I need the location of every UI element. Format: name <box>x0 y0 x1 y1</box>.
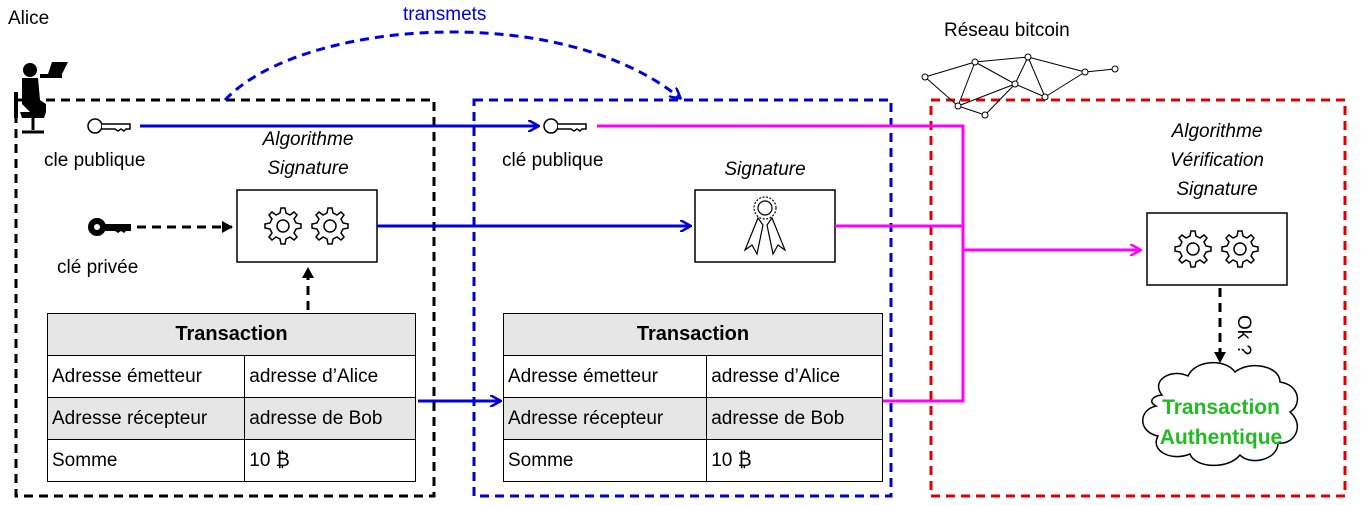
table-cell: Adresse émetteur <box>502 355 708 398</box>
transaction-header: Transaction <box>503 313 883 356</box>
public-key-network-label: clé publique <box>502 150 604 171</box>
public-key-alice-icon <box>87 118 131 134</box>
transmets-arrow <box>223 30 680 102</box>
signature-label: Signature <box>724 159 806 180</box>
signature-seal-icon <box>743 196 787 256</box>
table-cell: adresse de Bob <box>706 397 883 440</box>
algo-verification-label: Algorithme Vérification Signature <box>1170 121 1264 200</box>
table-cell: Somme <box>46 439 246 482</box>
private-key-label: clé privée <box>57 257 139 278</box>
table-cell: 10 ₿ <box>706 439 883 482</box>
result-cloud <box>1142 361 1299 467</box>
table-cell: Somme <box>502 439 708 482</box>
table-cell: adresse de Bob <box>244 397 416 440</box>
alice-label: Alice <box>8 8 50 29</box>
transmets-label: transmets <box>403 4 487 25</box>
table-cell: adresse d’Alice <box>706 355 883 398</box>
alice-frame <box>14 98 436 498</box>
network-label: Réseau bitcoin <box>944 20 1070 41</box>
verification-algorithm-box <box>1146 212 1288 286</box>
network-graph <box>921 53 1119 119</box>
transaction-header: Transaction <box>47 313 416 356</box>
network-frame <box>472 98 893 498</box>
algo-signature-label: Algorithme Signature <box>262 129 354 179</box>
table-cell: 10 ₿ <box>244 439 416 482</box>
verification-inputs <box>597 124 965 403</box>
table-cell: Adresse émetteur <box>46 355 246 398</box>
private-key-icon <box>88 218 131 236</box>
table-cell: Adresse récepteur <box>46 397 246 440</box>
ok-label: Ok ? <box>1233 315 1254 356</box>
public-key-alice-label: cle publique <box>44 150 146 171</box>
table-cell: adresse d’Alice <box>244 355 416 398</box>
public-key-network-icon <box>543 118 587 134</box>
alice-figure <box>14 62 68 134</box>
signing-algorithm-box <box>236 189 378 263</box>
table-cell: Adresse récepteur <box>502 397 708 440</box>
result-label: Transaction Authentique <box>1159 396 1283 449</box>
